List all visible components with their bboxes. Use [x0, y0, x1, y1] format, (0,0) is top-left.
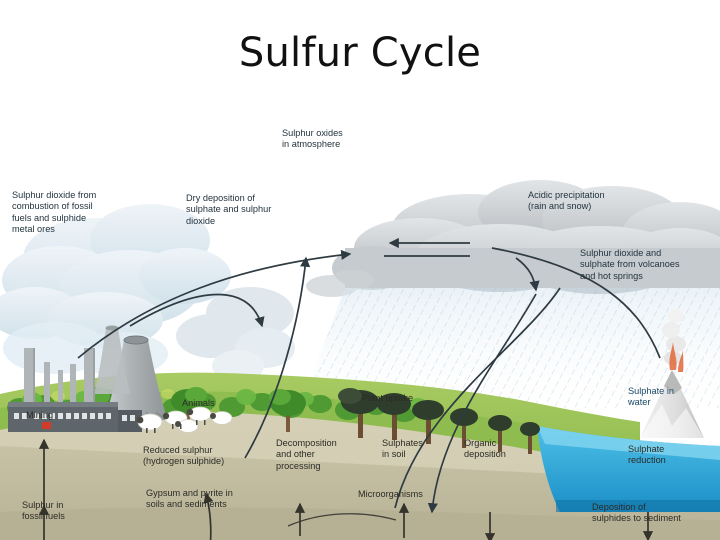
label-plant-uptake: Plant uptake	[362, 393, 414, 403]
label-sulphate-in-water: Sulphate in water	[628, 386, 674, 408]
label-sulphur-oxides-atmosphere: Sulphur oxides in atmosphere	[282, 128, 343, 150]
sheep-group	[136, 406, 233, 433]
label-deposition-of-sulphides: Deposition of sulphides to sediment	[592, 502, 681, 524]
label-acidic-precipitation: Acidic precipitation (rain and snow)	[528, 190, 605, 212]
label-mining: Mining	[26, 410, 54, 420]
arrows-ground	[38, 438, 654, 540]
cloud-grey-right	[332, 180, 720, 294]
volcano	[640, 309, 704, 438]
factory-complex	[8, 325, 168, 432]
label-volcanoes-hot-springs: Sulphur dioxide and sulphate from volcan…	[580, 248, 680, 281]
label-animals: Animals	[182, 398, 215, 408]
sulfur-cycle-illustration	[0, 108, 720, 540]
label-microorganisms: Microorganisms	[358, 489, 423, 499]
dead-trees	[338, 388, 540, 454]
label-combustion-fossil-fuels: Sulphur dioxide from combustion of fossi…	[12, 190, 97, 235]
label-sulphate-reduction: Sulphate reduction	[628, 444, 666, 466]
label-sulphates-in-soil: Sulphates in soil	[382, 438, 423, 460]
page-title: Sulfur Cycle	[238, 30, 482, 76]
label-sulphur-in-fossil-fuels: Sulphur in fossil fuels	[22, 500, 65, 522]
label-decomposition: Decomposition and other processing	[276, 438, 337, 471]
arrows-atmosphere	[77, 237, 661, 514]
rain-curtain	[300, 288, 720, 408]
smoke-plume	[176, 287, 295, 382]
label-gypsum-and-pyrite: Gypsum and pyrite in soils and sediments	[146, 488, 233, 510]
label-reduced-sulphur: Reduced sulphur (hydrogen sulphide)	[143, 445, 225, 467]
sulfur-cycle-diagram: Sulphur oxides in atmosphere Sulphur dio…	[0, 108, 720, 540]
water-body	[537, 426, 720, 512]
label-dry-deposition: Dry deposition of sulphate and sulphur d…	[186, 193, 272, 226]
label-organic-deposition: Organic deposition	[464, 438, 506, 460]
